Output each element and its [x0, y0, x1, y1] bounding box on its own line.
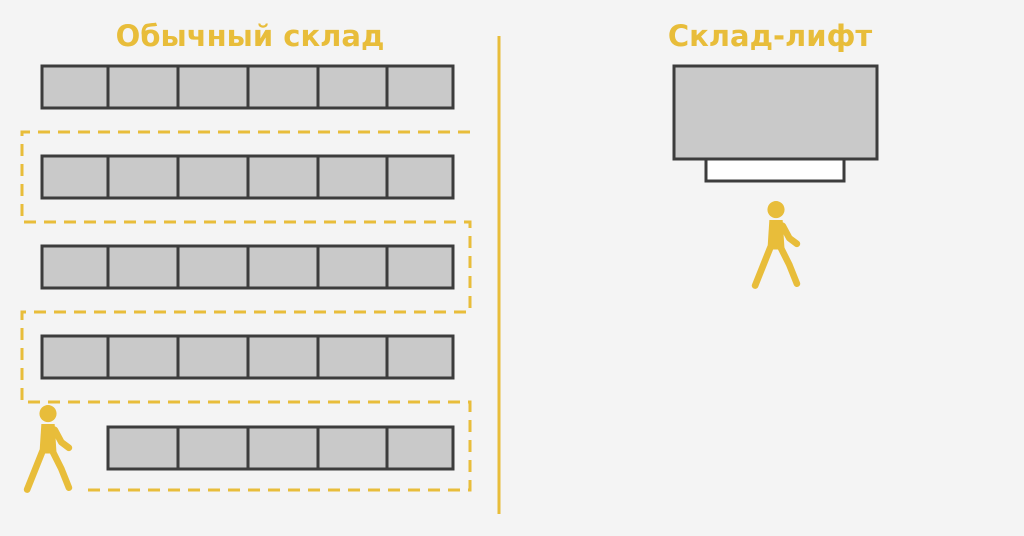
shelf-cell — [106, 64, 180, 110]
shelf-cell — [316, 244, 389, 290]
lift-storage-unit — [672, 64, 879, 161]
walking-person-icon — [751, 201, 801, 289]
shelf-cell — [385, 64, 455, 110]
shelf-cell — [106, 244, 180, 290]
shelf-row — [40, 64, 455, 110]
shelf-cell — [106, 425, 180, 471]
shelf-cell — [316, 64, 389, 110]
shelf-cell — [385, 154, 455, 200]
shelf-cell — [246, 334, 320, 380]
shelf-cell — [176, 154, 250, 200]
shelf-cell — [176, 334, 250, 380]
walking-person-icon — [23, 405, 73, 493]
shelf-cell — [40, 64, 110, 110]
walking-route-path — [20, 130, 472, 492]
shelf-cell — [40, 154, 110, 200]
right-panel-title: Склад-лифт — [668, 19, 873, 53]
lift-delivery-window — [704, 157, 846, 183]
shelf-cell — [316, 154, 389, 200]
shelf-rack-group — [40, 64, 455, 471]
shelf-cell — [385, 244, 455, 290]
shelf-cell — [106, 334, 180, 380]
shelf-row — [40, 334, 455, 380]
shelf-cell — [316, 425, 389, 471]
shelf-cell — [316, 334, 389, 380]
shelf-cell — [385, 425, 455, 471]
left-panel-title: Обычный склад — [116, 19, 385, 53]
shelf-cell — [40, 334, 110, 380]
shelf-cell — [246, 64, 320, 110]
shelf-row — [40, 154, 455, 200]
shelf-cell — [40, 244, 110, 290]
shelf-row — [40, 244, 455, 290]
shelf-cell — [176, 64, 250, 110]
shelf-row — [106, 425, 455, 471]
shelf-cell — [106, 154, 180, 200]
shelf-cell — [246, 244, 320, 290]
shelf-cell — [246, 154, 320, 200]
shelf-cell — [246, 425, 320, 471]
shelf-cell — [385, 334, 455, 380]
shelf-cell — [176, 244, 250, 290]
shelf-cell — [176, 425, 250, 471]
